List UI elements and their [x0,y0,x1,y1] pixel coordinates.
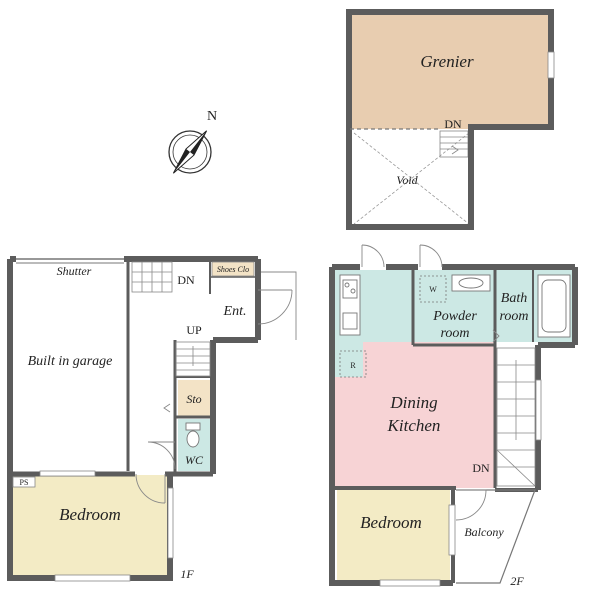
void-cross [353,132,470,225]
powder-sink-icon [451,274,491,292]
north-arrow-icon: N [168,109,217,174]
washer-label: W [429,285,437,294]
storage-label: Sto [186,392,201,406]
floor2-bedroom-area [337,490,450,580]
loft-stair-dn-label: DN [444,117,462,131]
bathtub-icon [537,274,571,338]
loft-stair [439,130,469,158]
floor2-stair-dn-label: DN [472,461,490,475]
dining-label-2: Kitchen [387,416,441,435]
dining-label-1: Dining [389,393,437,412]
garage-window [39,470,96,477]
balcony-outline [456,489,536,584]
storage-area [178,380,210,416]
loft-window [547,51,555,79]
shutter-label: Shutter [57,264,92,278]
floor1-stair-down [131,261,173,293]
wc-door [147,441,176,470]
floor1-stair-up [175,341,211,377]
garage-label: Built in garage [28,354,113,369]
entrance-door [257,271,297,340]
balcony-label: Balcony [464,525,504,539]
north-label: N [207,109,217,124]
shoes-closet [211,261,255,277]
refrigerator-area [335,342,363,377]
floor1-bedroom-door [135,473,166,504]
balcony-door [448,504,456,556]
ps-box [12,476,36,488]
floor2-plan: W Powder room Bath room R Dining Kitchen… [329,244,578,588]
grenier-area [347,10,553,129]
refrigerator-icon [339,350,367,378]
wc-label: WC [185,453,204,467]
stair-window [535,379,542,441]
kitchen-fixtures [339,274,361,336]
bath-room-label-1: Bath [501,291,527,306]
floor2-stair [496,347,536,487]
shoes-closet-label: Shoes Clo [217,265,249,274]
floor2-bedroom-window [379,579,441,587]
floor2-doors [361,244,500,521]
void-label: Void [396,173,418,187]
floor1-stair-up-label: UP [186,323,202,337]
powder-room-label-1: Powder [432,309,477,324]
floor1-bedroom-label: Bedroom [59,505,121,524]
floor2-bedroom-label: Bedroom [360,513,422,532]
bath-room-label-2: room [499,309,528,324]
floor1-bedroom-window-bottom [54,574,131,582]
loft-plan: Grenier DN Void [346,9,555,230]
entrance-label: Ent. [223,304,247,319]
floor2-label: 2F [510,574,524,588]
loft-walls [346,9,554,230]
toilet-icon [185,422,201,448]
refrigerator-label: R [350,361,356,370]
floor1-bedroom-window-side [167,487,174,559]
floor1-bedroom-area [13,475,168,575]
floor1-plan: Shutter Built in garage DN UP Shoes Clo … [7,256,297,582]
floor1-label: 1F [180,567,194,581]
grenier-label: Grenier [420,52,474,71]
powder-room-label-2: room [440,326,469,341]
washer-icon [419,275,447,303]
ps-label: PS [20,478,29,487]
floor1-stair-dn-label: DN [177,273,195,287]
